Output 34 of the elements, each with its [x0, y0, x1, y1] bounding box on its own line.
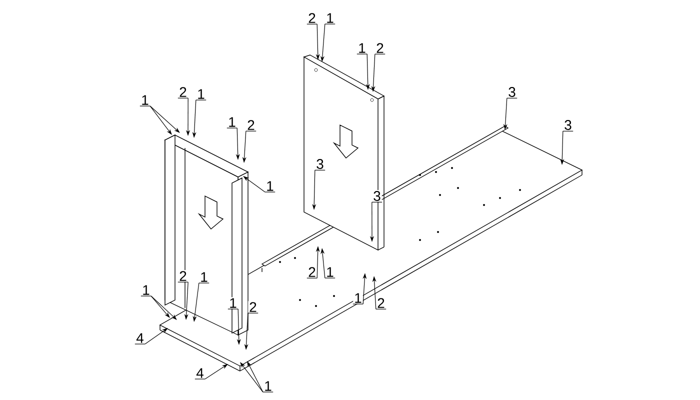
- leader-arrow: [240, 362, 264, 392]
- leader-arrow: [150, 296, 170, 318]
- callout-number: 3: [506, 86, 518, 98]
- callout-number: 1: [262, 380, 274, 392]
- callout-number: 1: [226, 116, 238, 128]
- callout-number: 3: [562, 119, 574, 132]
- leader-arrow: [204, 364, 228, 380]
- callout-number: 2: [248, 301, 258, 314]
- callout-number: 1: [264, 180, 276, 192]
- leader-arrow: [150, 296, 177, 320]
- callout-number: 1: [324, 12, 336, 24]
- leader-arrow: [243, 176, 266, 192]
- callout-number: 2: [374, 42, 386, 54]
- callout-number: 1: [356, 42, 368, 54]
- callout-number: 1: [324, 266, 336, 278]
- callout-number: 4: [194, 367, 206, 380]
- callout-number: 1: [196, 88, 206, 100]
- leader-arrow: [144, 328, 168, 344]
- callout-number: 3: [314, 158, 326, 170]
- callout-number: 4: [134, 332, 146, 344]
- callout-number: 1: [228, 297, 238, 310]
- callout-number: 2: [178, 86, 188, 98]
- callout-number: 1: [352, 292, 364, 304]
- callout-number: 2: [376, 297, 386, 310]
- callout-number: 2: [178, 270, 188, 282]
- callout-number: 2: [246, 119, 256, 132]
- callout-number: 1: [198, 271, 210, 284]
- leader-arrow: [150, 106, 172, 135]
- callout-number: 1: [140, 94, 150, 106]
- leader-arrow: [150, 106, 180, 133]
- callout-number: 2: [306, 12, 318, 24]
- callout-number: 3: [372, 190, 382, 202]
- callout-number: 1: [140, 284, 152, 296]
- callout-number: 2: [306, 266, 318, 278]
